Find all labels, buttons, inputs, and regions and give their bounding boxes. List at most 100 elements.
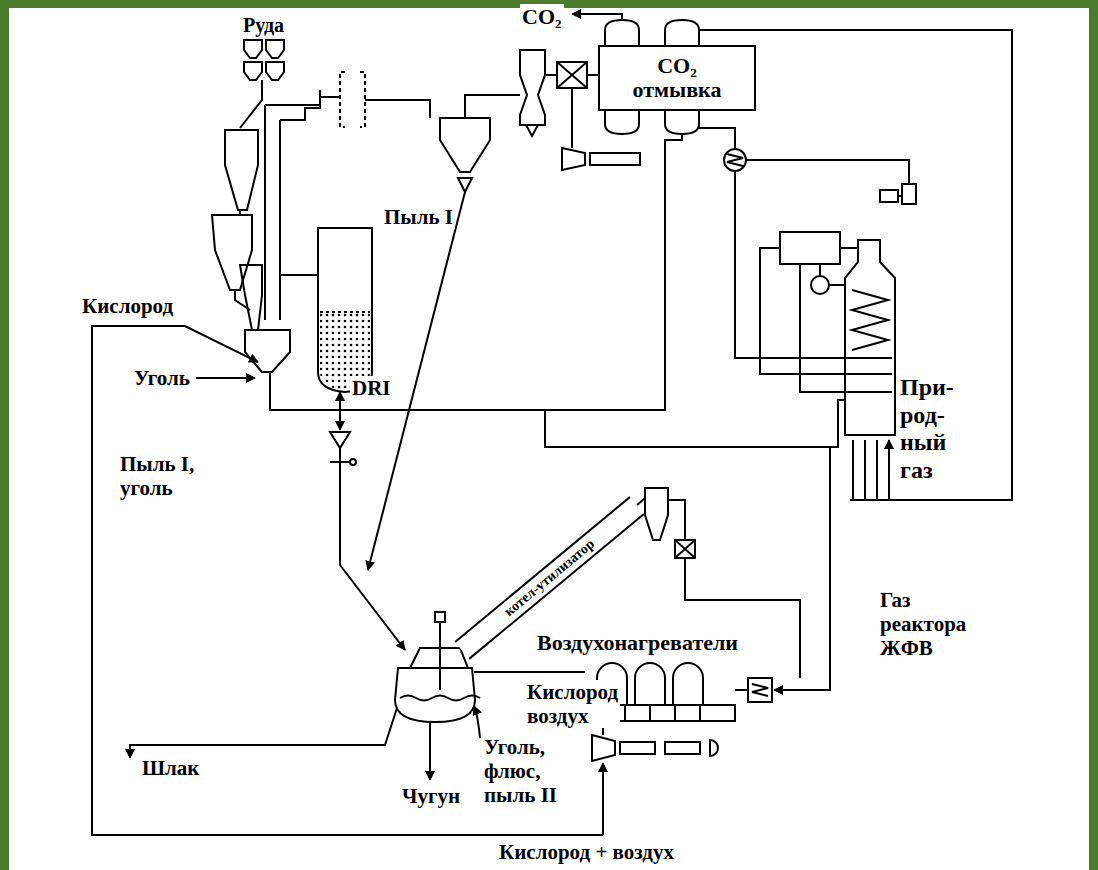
process-lines [350,459,356,465]
process-lines [474,706,480,738]
process-lines [266,62,284,80]
process-lines [265,90,320,120]
process-lines [400,696,480,701]
process-lines [748,678,772,702]
process-lines [811,276,829,294]
process-lines [724,149,746,171]
output-label: CO₂ [520,4,564,29]
process-lines [330,432,350,448]
process-lines [587,74,598,76]
process-lines [880,190,898,202]
process-lines [545,74,557,76]
process-lines [225,130,258,210]
process-lines [320,96,340,98]
process-lines [545,400,845,447]
process-lines [820,248,858,285]
process-lines [212,215,252,290]
process-lines [435,612,445,622]
process-lines [668,500,695,558]
process-lines [365,100,430,118]
process-box: CO₂ отмывка [598,45,756,111]
process-lines [429,722,431,780]
process-lines [800,264,892,392]
process-lines [244,62,262,80]
process-lines [673,663,703,705]
process-lines [196,377,255,379]
process-lines [592,735,615,761]
process-lines [330,448,350,462]
process-lines [266,40,284,58]
process-lines [853,440,889,500]
process-lines [245,330,290,372]
process-lines [645,488,668,540]
process-lines [235,210,250,310]
green-frame [1089,0,1098,870]
process-lines [474,671,585,673]
equipment-label: Воздухонагреватели [535,630,740,655]
process-lines [240,80,262,128]
stream-label: Газ реактора ЖФВ [878,588,968,660]
process-lines [620,742,655,754]
process-lines [557,62,587,88]
process-lines [520,50,545,125]
process-lines [845,240,895,435]
process-lines [605,20,639,45]
process-lines [557,62,587,88]
stream-label: Кислород + воздух [497,840,676,864]
process-lines [665,111,699,134]
process-lines [340,72,365,127]
process-lines [780,232,840,264]
stream-label: Пыль I, уголь [118,452,210,500]
process-lines [760,248,892,374]
process-lines [752,684,768,696]
process-lines [526,125,538,136]
product-label: Шлак [140,756,201,780]
process-lines [605,111,639,134]
process-lines [244,40,262,58]
process-lines [746,160,909,184]
process-lines [398,648,472,668]
stream-label: Кислород воздух [525,680,620,728]
process-lines [735,689,748,691]
process-lines [92,14,1012,835]
stream-label: При- род- ный газ [898,374,956,484]
process-lines [562,148,585,170]
process-lines [710,740,718,756]
process-lines [685,558,800,678]
process-lines [130,708,397,758]
process-lines [572,14,622,20]
process-lines [902,184,916,204]
process-lines [440,118,490,172]
process-lines [240,265,262,330]
process-lines [735,171,892,358]
process-lines [280,274,318,276]
process-lines [465,95,520,118]
stream-label: Кислород [80,294,175,318]
stream-label: Уголь [132,366,192,390]
process-lines [898,195,902,197]
process-lines [637,498,645,505]
process-lines [852,290,888,350]
box-title: CO₂ отмывка [633,54,722,102]
process-lines [270,134,682,410]
process-lines [602,763,604,835]
process-lines [571,88,573,148]
process-lines [590,153,640,165]
process-lines [439,622,441,690]
process-lines [265,105,280,320]
stream-label: Пыль I [382,205,455,229]
process-lines [320,311,370,313]
process-lines [665,742,700,754]
process-lines [699,128,735,149]
product-label: Чугун [400,784,462,808]
stream-label: Уголь, флюс, пыль II [482,735,574,807]
green-frame [0,0,9,870]
duct-label: котел-утилизатор [502,536,597,618]
process-lines [458,178,472,192]
process-lines [665,20,699,45]
process-lines [635,663,665,705]
process-lines [318,228,372,392]
product-label: DRI [350,376,393,400]
